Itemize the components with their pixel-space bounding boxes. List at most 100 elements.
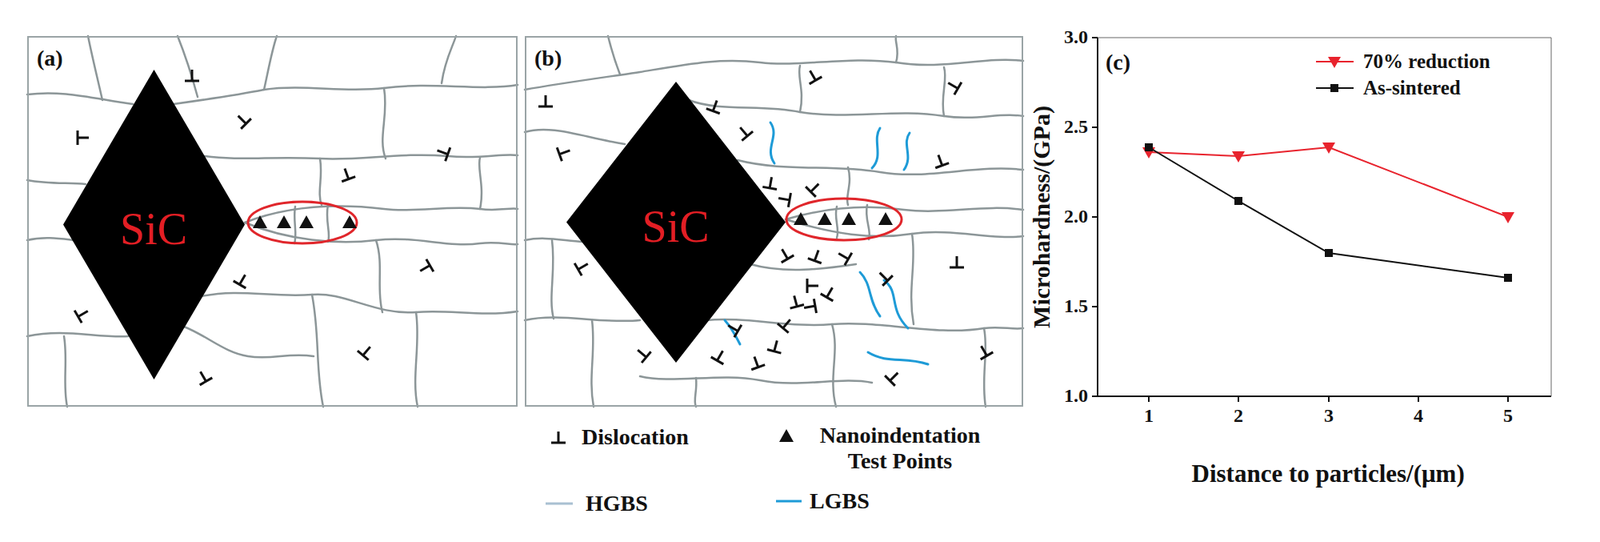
dislocation-symbol xyxy=(337,165,356,181)
grain-boundary xyxy=(524,60,1024,90)
grain-boundary xyxy=(799,65,802,112)
series-reduction xyxy=(1148,147,1508,217)
chart-legend-sample xyxy=(1328,56,1341,68)
tick-label: 1 xyxy=(1144,404,1154,428)
grain-boundary xyxy=(312,294,324,407)
tick-label: 4 xyxy=(1413,404,1424,428)
grain-boundary xyxy=(591,320,594,407)
sic-particle: SiC xyxy=(566,81,786,363)
grain-boundary xyxy=(320,158,322,205)
chart-axis xyxy=(1092,36,1098,39)
dislocation-symbol xyxy=(357,341,376,360)
dislocation-symbol xyxy=(538,95,553,107)
tick-label: 2.0 xyxy=(1064,205,1088,228)
chart-axis xyxy=(1096,395,1552,397)
grain-boundary xyxy=(866,204,870,240)
series-as-sintered xyxy=(1234,196,1243,205)
dislocation-symbol xyxy=(776,245,795,263)
lgb-curve xyxy=(868,352,928,364)
legend-label: As-sintered xyxy=(1363,76,1461,100)
chart-axis xyxy=(1551,37,1552,396)
chart-axis xyxy=(1092,305,1098,308)
lgb-curve xyxy=(770,122,775,164)
legend-label: LGBS xyxy=(809,488,870,514)
tick-label: 5 xyxy=(1503,404,1513,428)
grain-boundary xyxy=(524,316,640,321)
grain-boundary xyxy=(173,84,518,104)
dislocation-symbol xyxy=(944,76,962,96)
dislocation-symbol xyxy=(632,344,651,363)
grain-boundary xyxy=(88,36,103,100)
grain-boundary xyxy=(524,129,625,144)
legend-sample xyxy=(545,502,573,505)
dislocation-symbol xyxy=(777,191,792,208)
grain-boundary xyxy=(64,336,68,407)
dislocation-symbol xyxy=(232,110,252,129)
grain-boundary xyxy=(943,67,946,116)
series-as-sintered xyxy=(1324,248,1333,257)
dislocation-symbol xyxy=(874,267,893,286)
grain-boundary xyxy=(177,36,198,97)
grain-boundary xyxy=(201,292,518,314)
tick-label: 2 xyxy=(1233,404,1244,428)
sic-diamond-shape xyxy=(63,69,245,380)
dislocation-symbol xyxy=(724,319,742,338)
tick-label: 1.5 xyxy=(1064,295,1088,318)
grain-boundary xyxy=(27,237,74,240)
dislocation-symbol xyxy=(884,367,904,386)
chart-axis xyxy=(1507,396,1509,402)
panel-label: (b) xyxy=(534,45,562,72)
dislocation-symbol xyxy=(77,130,89,145)
dislocation-symbol xyxy=(711,347,730,364)
grain-boundary xyxy=(785,207,1024,220)
grain-boundary xyxy=(688,100,1024,118)
test-point-triangle xyxy=(817,212,832,225)
test-point-triangle xyxy=(276,215,292,228)
grain-boundary xyxy=(204,154,518,159)
dislocation-symbol xyxy=(194,368,213,385)
dislocation-symbol xyxy=(804,67,823,84)
legend-sample xyxy=(779,428,794,442)
grain-boundary xyxy=(695,377,697,407)
panel-label: (c) xyxy=(1105,49,1131,76)
test-region-ellipse xyxy=(786,198,902,240)
grain-boundary xyxy=(551,240,554,319)
series-as-sintered xyxy=(1504,273,1512,282)
particle-label: SiC xyxy=(642,200,710,252)
series-reduction xyxy=(1232,151,1245,163)
series-reduction xyxy=(1142,142,1515,224)
dislocation-symbol xyxy=(931,152,949,168)
legend-label: Nanoindentation Test Points xyxy=(800,422,1000,474)
series-as-sintered xyxy=(1144,143,1153,152)
dislocation-symbol xyxy=(416,259,434,278)
dislocation-symbol xyxy=(949,256,964,268)
dislocation-symbol xyxy=(762,176,779,190)
dislocation-symbol xyxy=(767,338,784,353)
grain-boundary xyxy=(640,376,872,384)
grain-boundary xyxy=(524,36,1024,407)
dislocation-symbol xyxy=(803,298,817,315)
tick-label: 3 xyxy=(1324,404,1334,428)
schematic-panel: (a)SiC xyxy=(27,36,518,407)
legend-label: 70% reduction xyxy=(1363,50,1491,74)
grain-boundary xyxy=(984,328,986,407)
grain-boundary xyxy=(706,319,1024,331)
chart-legend-sample xyxy=(1316,56,1354,92)
grain-boundary xyxy=(27,36,518,407)
grain-boundary xyxy=(376,240,383,312)
dislocation-symbol xyxy=(787,293,804,308)
dislocation-symbol xyxy=(734,122,753,140)
tick-label: 1.0 xyxy=(1064,384,1088,408)
grain-boundary xyxy=(737,160,1024,175)
axis-title: Distance to particles/(μm) xyxy=(1192,459,1465,488)
legend-sample xyxy=(551,431,566,443)
dislocation-symbol xyxy=(807,278,819,293)
lgb-curve xyxy=(904,132,910,170)
tick-label: 2.5 xyxy=(1064,116,1088,139)
grain-boundary xyxy=(608,36,620,75)
chart-axis xyxy=(1097,37,1552,39)
series-reduction xyxy=(1322,142,1336,154)
chart-axis xyxy=(1092,216,1098,218)
grain-boundary xyxy=(27,332,128,336)
